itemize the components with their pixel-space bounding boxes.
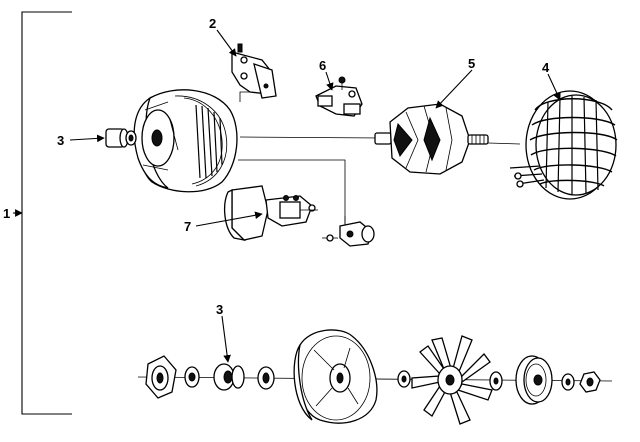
callout-1: 1 [3,206,10,221]
bearing-part-upper [105,128,137,148]
callout-2: 2 [209,16,216,31]
brush-holder-part-6 [315,76,363,117]
lower-fan [411,335,493,425]
lower-collar [489,371,503,391]
lower-housing [293,329,378,424]
rotor-part-5 [374,103,489,175]
lower-small-washer [397,370,411,388]
bracket-part-2 [231,43,277,99]
upper-centerline [238,91,521,225]
callout-6: 6 [319,58,326,73]
lower-pulley [515,355,553,405]
callout-4: 4 [542,60,550,75]
leader-lines [69,29,561,363]
stator-part-4 [509,90,618,200]
lower-lock-washer [561,373,575,391]
callout-5: 5 [468,56,475,71]
lower-spacer [257,366,275,390]
callout-7: 7 [184,219,191,234]
rectifier-bridge-part-7 [223,185,318,242]
lower-washer [184,366,200,388]
terminal-parts [322,216,375,247]
lower-nut [579,371,601,393]
callout-3-bottom: 3 [216,302,223,317]
callout-3-top: 3 [57,133,64,148]
bearing-part-lower [213,363,245,391]
lower-nut-plate [145,355,177,399]
drive-end-housing [133,89,238,193]
assembly-bracket [13,11,72,415]
